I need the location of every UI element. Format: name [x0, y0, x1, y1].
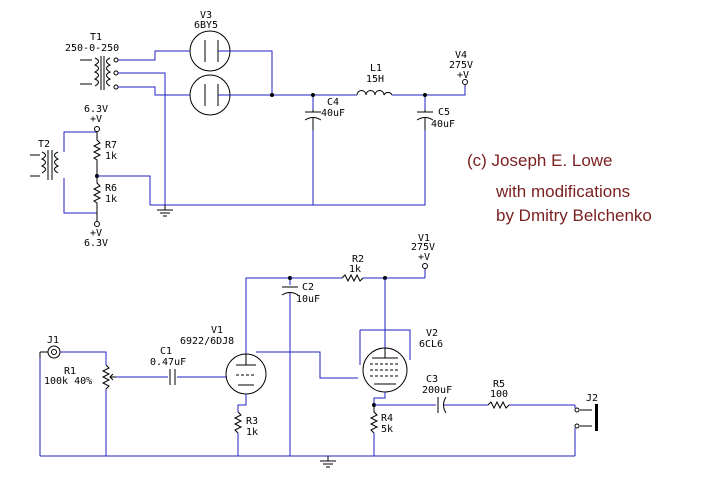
r2-ref: R2 — [352, 254, 364, 265]
capacitor-c2 — [281, 286, 299, 296]
supply-terminal-v4 — [462, 79, 468, 85]
r7-ref: R7 — [105, 140, 117, 151]
output-jack-j2 — [574, 404, 598, 431]
capacitor-c1 — [169, 369, 176, 385]
resistor-r4 — [369, 407, 379, 434]
t1-value: 250-0-250 — [65, 43, 119, 54]
r4-ref: R4 — [381, 413, 393, 424]
transformer-t1 — [80, 56, 119, 90]
c1-value: 0.47uF — [150, 357, 186, 368]
v3-value: 6BY5 — [194, 20, 218, 31]
tube-v2 — [362, 347, 408, 393]
c2-ref: C2 — [302, 282, 314, 293]
capacitor-c5 — [416, 110, 434, 130]
r1-value: 100k 40% — [44, 376, 92, 387]
resistor-r5 — [487, 400, 510, 410]
ground-symbol-psu — [157, 205, 173, 217]
r7-value: 1k — [105, 151, 117, 162]
potentiometer-r1 — [101, 364, 111, 390]
heater-top-value: 6.3V — [84, 104, 108, 115]
r2-value: 1k — [349, 264, 361, 275]
v4-symbol: +V — [457, 70, 469, 81]
inductor-l1 — [356, 90, 393, 96]
c2-value: 10uF — [296, 294, 320, 305]
v4-value: 275V — [449, 60, 473, 71]
supply-terminal-heater-bottom — [94, 221, 100, 227]
transformer-t2 — [30, 150, 60, 180]
r3-value: 1k — [246, 427, 258, 438]
v4-ref: V4 — [455, 50, 467, 61]
tube-v1 — [225, 353, 267, 395]
credit-line-1: (c) Joseph E. Lowe — [467, 151, 613, 170]
v1supply-symbol: +V — [418, 252, 430, 263]
input-jack-j1 — [47, 345, 61, 359]
j2-ref: J2 — [586, 393, 598, 404]
c5-ref: C5 — [438, 107, 450, 118]
c5-value: 40uF — [431, 119, 455, 130]
c1-ref: C1 — [160, 346, 172, 357]
t2-ref: T2 — [38, 139, 50, 150]
v1-ref: V1 — [211, 325, 223, 336]
tube-v3 — [189, 30, 231, 116]
ground-symbol-amp — [320, 456, 336, 468]
r4-value: 5k — [381, 424, 393, 435]
c3-ref: C3 — [426, 374, 438, 385]
r6-value: 1k — [105, 194, 117, 205]
resistor-r3 — [233, 411, 243, 434]
r6-ref: R6 — [105, 183, 117, 194]
v1supply-ref: V1 — [418, 233, 430, 244]
c4-ref: C4 — [327, 97, 339, 108]
v2-ref: V2 — [426, 328, 438, 339]
v3-ref: V3 — [200, 10, 212, 21]
credit-line-2: with modifications — [495, 182, 630, 201]
heater-bottom-value: 6.3V — [84, 238, 108, 249]
r1-ref: R1 — [64, 366, 76, 377]
j1-ref: J1 — [47, 335, 59, 346]
resistor-r7 — [92, 132, 102, 176]
heater-top-symbol: +V — [90, 114, 102, 125]
l1-ref: L1 — [370, 63, 382, 74]
v1-value: 6922/6DJ8 — [180, 336, 234, 347]
v2-value: 6CL6 — [419, 339, 443, 350]
resistor-r2 — [341, 273, 364, 283]
c3-value: 200uF — [422, 385, 452, 396]
supply-terminal-heater-top — [94, 126, 100, 132]
c4-value: 40uF — [321, 108, 345, 119]
supply-terminal-v1 — [422, 263, 428, 269]
r3-ref: R3 — [246, 416, 258, 427]
credit-line-3: by Dmitry Belchenko — [496, 206, 652, 225]
resistor-r6 — [92, 176, 102, 221]
r5-value: 100 — [490, 389, 508, 400]
l1-value: 15H — [366, 74, 384, 85]
heater-bottom-symbol: +V — [90, 228, 102, 239]
t1-ref: T1 — [90, 32, 102, 43]
r5-ref: R5 — [493, 379, 505, 390]
capacitor-c3 — [437, 396, 447, 414]
capacitor-c4 — [304, 110, 322, 130]
v1supply-value: 275V — [411, 242, 435, 253]
